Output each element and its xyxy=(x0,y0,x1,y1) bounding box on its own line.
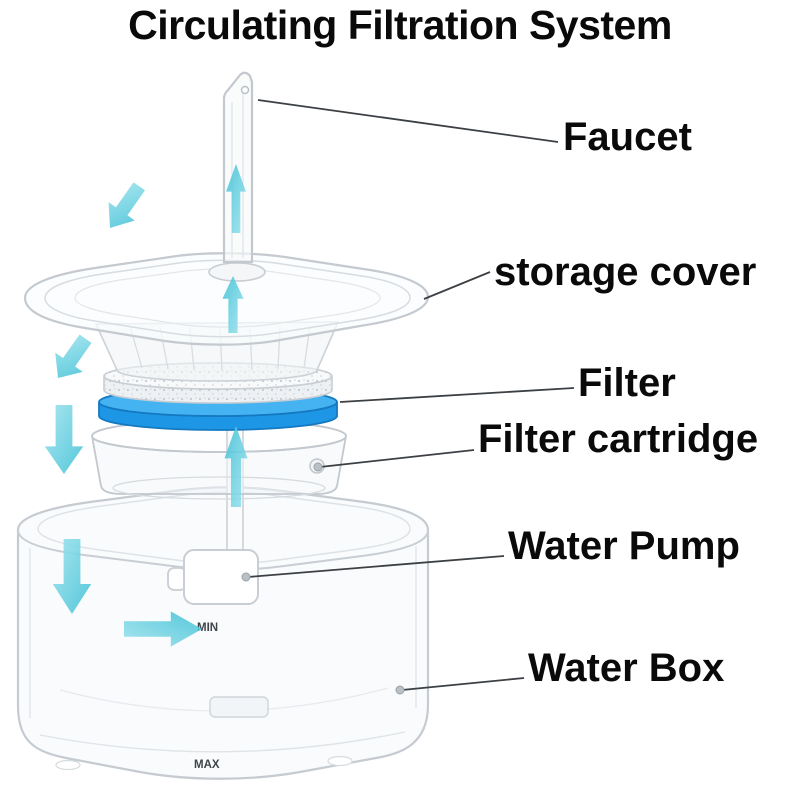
max-marking: MAX xyxy=(194,759,220,771)
leader-dot-water-pump xyxy=(241,572,251,582)
label-filter: Filter xyxy=(578,361,676,405)
label-faucet: Faucet xyxy=(563,115,692,159)
leader-dot-water-box xyxy=(395,685,405,695)
leader-line-water-pump xyxy=(247,555,505,578)
cartridge-body xyxy=(91,435,347,495)
leader-line-filter-cartridge xyxy=(319,449,475,468)
label-storage-cover: storage cover xyxy=(494,250,757,294)
water-box: MIN MAX xyxy=(16,486,430,780)
cover-faucet-hole xyxy=(208,262,266,282)
water-box-body xyxy=(16,486,430,780)
box-foot-right xyxy=(327,755,353,767)
basket-ribs xyxy=(129,325,311,372)
filter-cartridge xyxy=(91,419,347,500)
diagram-title: Circulating Filtration System xyxy=(128,2,672,48)
label-filter-cartridge: Filter cartridge xyxy=(478,417,759,461)
label-water-pump: Water Pump xyxy=(508,524,740,568)
leader-line-storage-cover xyxy=(423,271,491,300)
cover-tray-ridge xyxy=(74,268,381,328)
faucet-hole xyxy=(240,85,250,95)
leader-line-faucet xyxy=(257,99,559,143)
faucet-tube xyxy=(222,71,254,264)
box-foot-left xyxy=(55,759,81,771)
filter-white-band-speckles xyxy=(104,376,332,403)
min-marking: MIN xyxy=(197,622,218,634)
flow-arrow-down-top-left xyxy=(96,177,153,238)
faucet-tube-body xyxy=(222,71,254,264)
leader-line-filter xyxy=(339,387,575,403)
storage-cover xyxy=(23,252,430,346)
cartridge-inner-bottom xyxy=(112,476,326,500)
water-box-rim-inner xyxy=(37,491,411,565)
box-bottom-inner-edge xyxy=(39,731,406,753)
label-water-box: Water Box xyxy=(528,646,725,690)
cover-inner-rim xyxy=(44,259,411,338)
flow-arrow-down-left-diagonal xyxy=(44,329,100,388)
leader-line-water-box xyxy=(401,677,525,691)
pump-base-through-box xyxy=(209,696,269,718)
flow-arrow-down-left xyxy=(44,405,84,474)
leader-dot-filter-cartridge xyxy=(313,462,323,472)
leader-lines xyxy=(241,99,575,695)
